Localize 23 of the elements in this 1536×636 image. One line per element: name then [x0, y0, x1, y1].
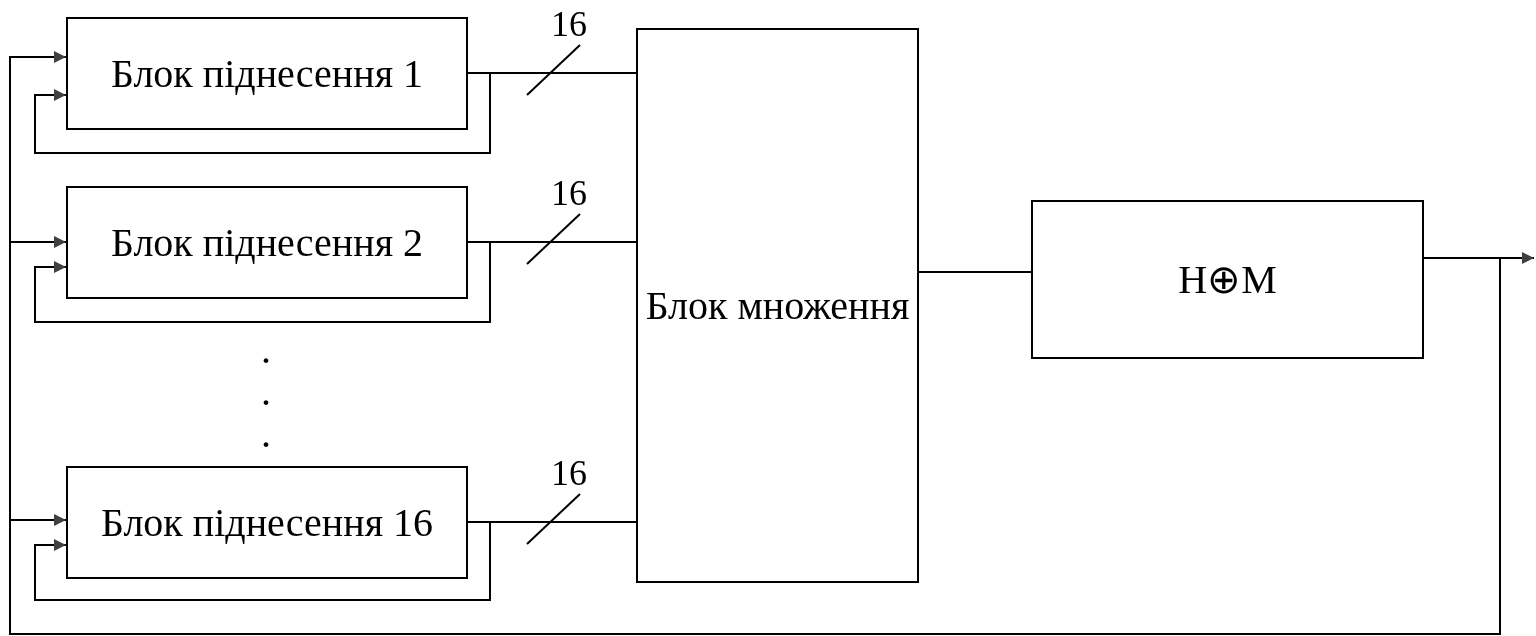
block-label: Блок піднесення 1	[110, 50, 424, 97]
arrow	[34, 521, 491, 601]
ellipsis-dot: .	[261, 416, 271, 452]
edge-label: 16	[551, 175, 587, 211]
block-label: Блок піднесення 16	[100, 499, 434, 546]
connector-line	[467, 241, 637, 243]
block-label: Блок піднесення 2	[110, 219, 424, 266]
arrow	[34, 72, 491, 154]
block-box	[66, 186, 468, 299]
connector-line	[467, 521, 637, 523]
arrow	[34, 241, 491, 323]
block-box	[66, 17, 468, 130]
edge-label: 16	[551, 455, 587, 491]
block-label: Н⊕М	[1178, 256, 1277, 303]
block-box	[636, 28, 919, 583]
connector-line	[467, 72, 637, 74]
block-label: Блок множення	[645, 282, 910, 329]
connector-line	[918, 271, 1032, 273]
ellipsis-dot: .	[261, 332, 271, 368]
block-box	[1031, 200, 1424, 359]
ellipsis-dot: .	[261, 374, 271, 410]
block-box	[66, 466, 468, 579]
edge-label: 16	[551, 6, 587, 42]
